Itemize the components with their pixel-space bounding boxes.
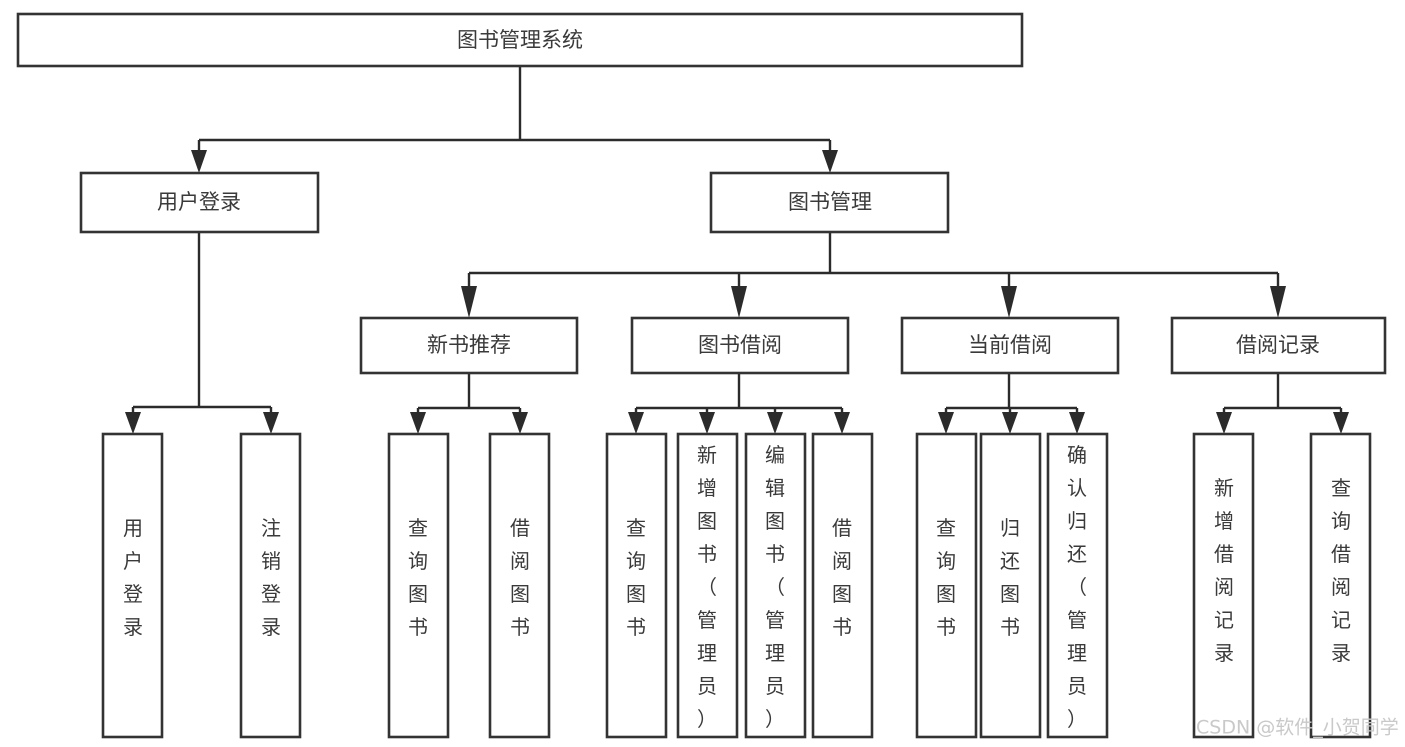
node-leaf-confirm-return-label: 确认归还（管理员） xyxy=(1067,443,1087,731)
arrow-head-leaf-user-login xyxy=(125,412,141,434)
node-leaf-add-book-box[interactable] xyxy=(676,432,739,739)
connector-group-borrow-record xyxy=(1216,373,1349,434)
connector-group-book-manage xyxy=(461,232,1286,318)
node-user-login[interactable]: 用户登录 xyxy=(79,171,320,234)
arrow-head-borrow-record xyxy=(1270,286,1286,318)
arrow-head-leaf-edit-book xyxy=(767,412,783,434)
node-current-borrow[interactable]: 当前借阅 xyxy=(900,316,1120,375)
node-leaf-add-record-label: 新增借阅记录 xyxy=(1214,476,1234,665)
node-leaf-query-record-box[interactable] xyxy=(1309,432,1372,739)
node-book-borrow-label: 图书借阅 xyxy=(698,333,782,357)
node-leaf-return-book-label: 归还图书 xyxy=(1000,516,1020,639)
node-leaf-borrow-book-2[interactable]: 借阅图书 xyxy=(811,432,874,739)
node-leaf-query-book-3[interactable]: 查询图书 xyxy=(915,432,978,739)
node-leaf-query-book-2[interactable]: 查询图书 xyxy=(605,432,668,739)
node-leaf-borrow-book-2-label: 借阅图书 xyxy=(832,516,852,639)
node-new-book-rec-label: 新书推荐 xyxy=(427,333,511,357)
node-leaf-query-record[interactable]: 查询借阅记录 xyxy=(1309,432,1372,739)
arrow-head-leaf-borrow-book-2 xyxy=(834,412,850,434)
node-leaf-confirm-return-box[interactable] xyxy=(1046,432,1109,739)
node-root-label: 图书管理系统 xyxy=(457,28,583,52)
node-leaf-return-book-box[interactable] xyxy=(979,432,1042,739)
node-leaf-user-logout-label: 注销登录 xyxy=(261,516,281,639)
node-leaf-borrow-book-1-label: 借阅图书 xyxy=(510,516,530,639)
node-user-login-label: 用户登录 xyxy=(157,190,241,214)
arrow-head-leaf-add-record xyxy=(1216,412,1232,434)
node-book-borrow[interactable]: 图书借阅 xyxy=(630,316,850,375)
arrow-head-book-manage xyxy=(822,150,838,173)
arrow-head-leaf-return-book xyxy=(1002,412,1018,434)
node-leaf-query-record-label: 查询借阅记录 xyxy=(1331,476,1351,665)
arrow-head-user-login xyxy=(191,150,207,173)
arrow-head-new-book-rec xyxy=(461,286,477,318)
node-borrow-record-label: 借阅记录 xyxy=(1236,333,1320,357)
node-book-manage[interactable]: 图书管理 xyxy=(709,171,950,234)
node-leaf-add-book-label: 新增图书（管理员） xyxy=(697,443,717,731)
connector-group-current-borrow xyxy=(938,373,1085,434)
arrow-head-leaf-query-book-3 xyxy=(938,412,954,434)
node-leaf-borrow-book-2-box[interactable] xyxy=(811,432,874,739)
node-leaf-edit-book-label: 编辑图书（管理员） xyxy=(765,443,785,731)
node-leaf-user-logout-box[interactable] xyxy=(239,432,302,739)
arrow-head-leaf-confirm-return xyxy=(1069,412,1085,434)
arrow-head-leaf-query-book-1 xyxy=(410,412,426,434)
arrow-head-leaf-user-logout xyxy=(263,412,279,434)
node-leaf-query-book-1[interactable]: 查询图书 xyxy=(387,432,450,739)
node-book-borrow-box[interactable] xyxy=(630,316,850,375)
arrow-head-book-borrow xyxy=(731,286,747,318)
node-leaf-add-book[interactable]: 新增图书（管理员） xyxy=(676,432,739,739)
node-new-book-rec[interactable]: 新书推荐 xyxy=(359,316,579,375)
node-leaf-add-record-box[interactable] xyxy=(1192,432,1255,739)
node-new-book-rec-box[interactable] xyxy=(359,316,579,375)
node-book-manage-box[interactable] xyxy=(709,171,950,234)
node-leaf-confirm-return[interactable]: 确认归还（管理员） xyxy=(1046,432,1109,739)
node-leaf-edit-book[interactable]: 编辑图书（管理员） xyxy=(744,432,807,739)
node-leaf-query-book-1-box[interactable] xyxy=(387,432,450,739)
node-root-box[interactable] xyxy=(16,12,1024,68)
node-root[interactable]: 图书管理系统 xyxy=(16,12,1024,68)
connector-group-user-login xyxy=(125,232,279,434)
node-leaf-query-book-3-box[interactable] xyxy=(915,432,978,739)
node-leaf-user-login-box[interactable] xyxy=(101,432,164,739)
arrow-head-leaf-borrow-book-1 xyxy=(512,412,528,434)
node-current-borrow-label: 当前借阅 xyxy=(968,333,1052,357)
node-leaf-add-record[interactable]: 新增借阅记录 xyxy=(1192,432,1255,739)
connector-group-new-book-rec xyxy=(410,373,528,434)
node-leaf-borrow-book-1-box[interactable] xyxy=(488,432,551,739)
connector-group-root xyxy=(191,66,838,173)
arrow-head-leaf-add-book xyxy=(699,412,715,434)
node-leaf-user-login-label: 用户登录 xyxy=(123,516,143,639)
node-leaf-borrow-book-1[interactable]: 借阅图书 xyxy=(488,432,551,739)
node-leaf-edit-book-box[interactable] xyxy=(744,432,807,739)
node-leaf-user-login[interactable]: 用户登录 xyxy=(101,432,164,739)
node-leaf-query-book-3-label: 查询图书 xyxy=(936,516,956,639)
arrow-head-leaf-query-record xyxy=(1333,412,1349,434)
node-leaf-query-book-1-label: 查询图书 xyxy=(408,516,428,639)
connector-group-book-borrow xyxy=(628,373,850,434)
node-leaf-user-logout[interactable]: 注销登录 xyxy=(239,432,302,739)
node-book-manage-label: 图书管理 xyxy=(788,190,872,214)
arrow-head-current-borrow xyxy=(1001,286,1017,318)
node-borrow-record[interactable]: 借阅记录 xyxy=(1170,316,1387,375)
node-leaf-query-book-2-label: 查询图书 xyxy=(626,516,646,639)
node-borrow-record-box[interactable] xyxy=(1170,316,1387,375)
node-current-borrow-box[interactable] xyxy=(900,316,1120,375)
node-leaf-query-book-2-box[interactable] xyxy=(605,432,668,739)
watermark-label: CSDN @软件_小贺同学 xyxy=(1196,717,1399,739)
arrow-head-leaf-query-book-2 xyxy=(628,412,644,434)
node-leaf-return-book[interactable]: 归还图书 xyxy=(979,432,1042,739)
node-user-login-box[interactable] xyxy=(79,171,320,234)
